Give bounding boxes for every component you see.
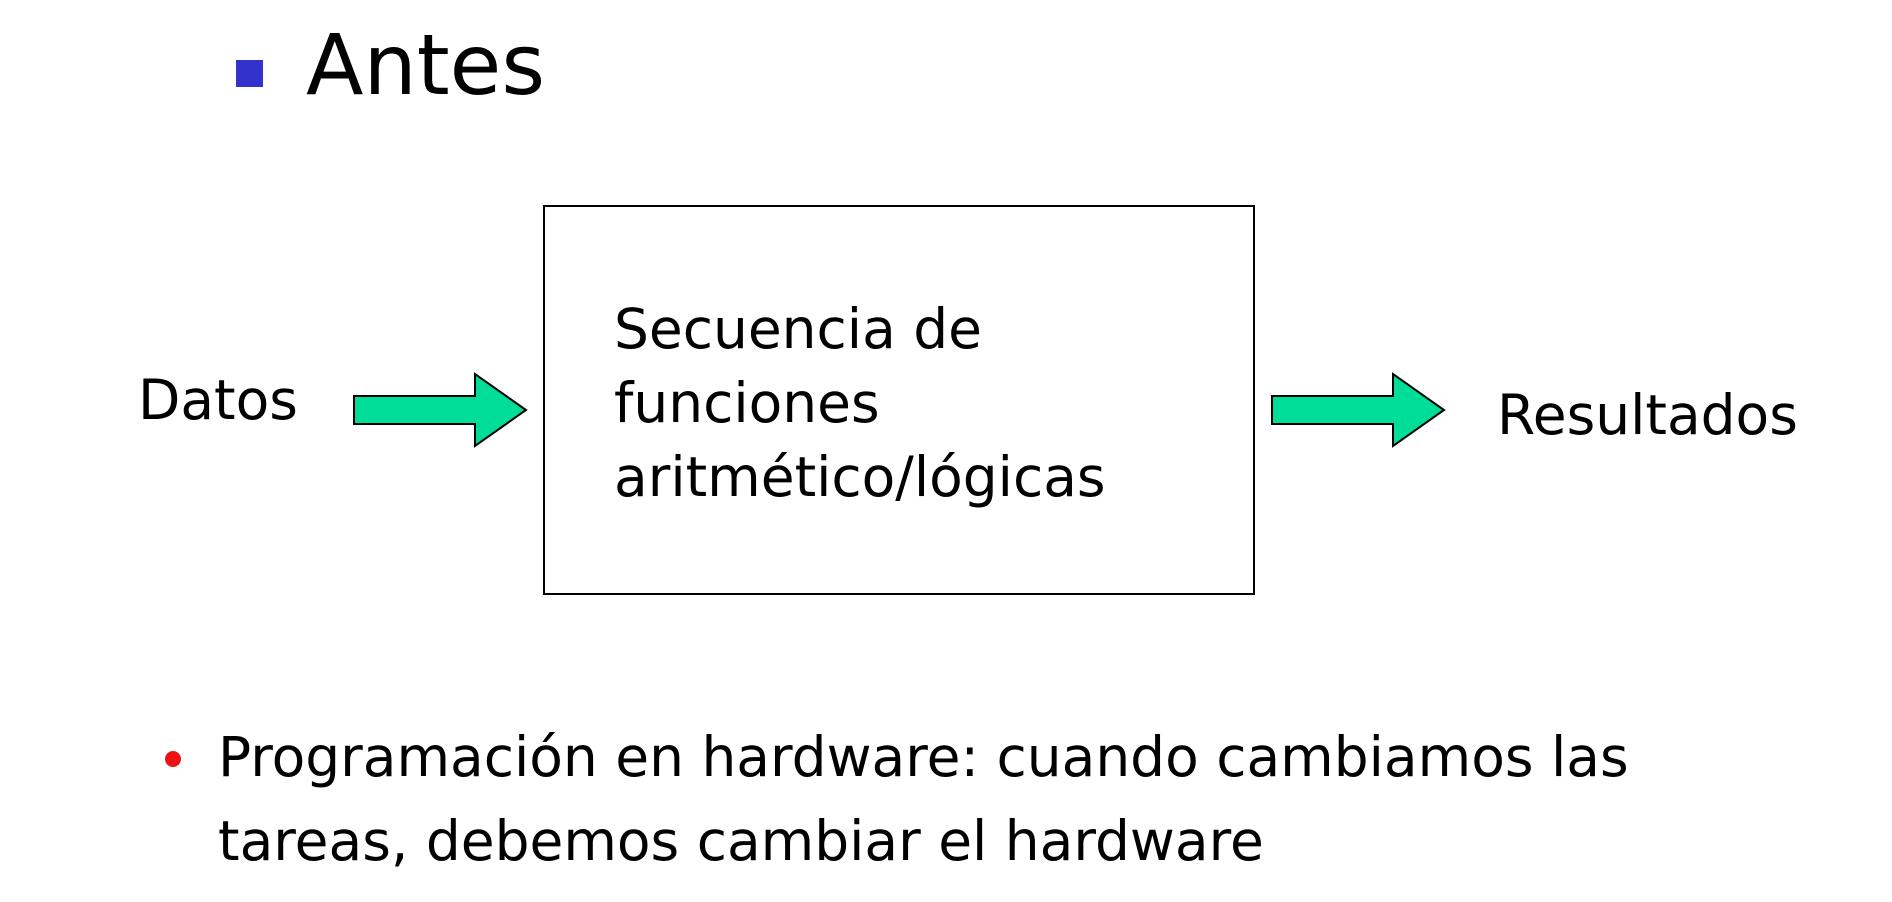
bullet-dot-icon [165,751,181,767]
slide-title: Antes [306,16,546,114]
output-label: Resultados [1497,383,1798,447]
output-arrow-shape [1271,372,1446,448]
output-arrow-icon [1271,372,1446,448]
input-arrow-shape [353,372,528,448]
bullet-line: tareas, debemos cambiar el hardware [218,809,1264,873]
title-bullet-icon [236,60,263,87]
process-box [543,205,1255,595]
bullet-text: Programación en hardware: cuando cambiam… [218,715,1818,883]
input-label: Datos [138,368,298,432]
process-box-line: funciones [614,371,880,435]
process-box-text: Secuencia de funciones aritmético/lógica… [614,292,1106,514]
bullet-line: Programación en hardware: cuando cambiam… [218,725,1629,789]
process-box-line: Secuencia de [614,297,983,361]
process-box-line: aritmético/lógicas [614,445,1106,509]
input-arrow-icon [353,372,528,448]
